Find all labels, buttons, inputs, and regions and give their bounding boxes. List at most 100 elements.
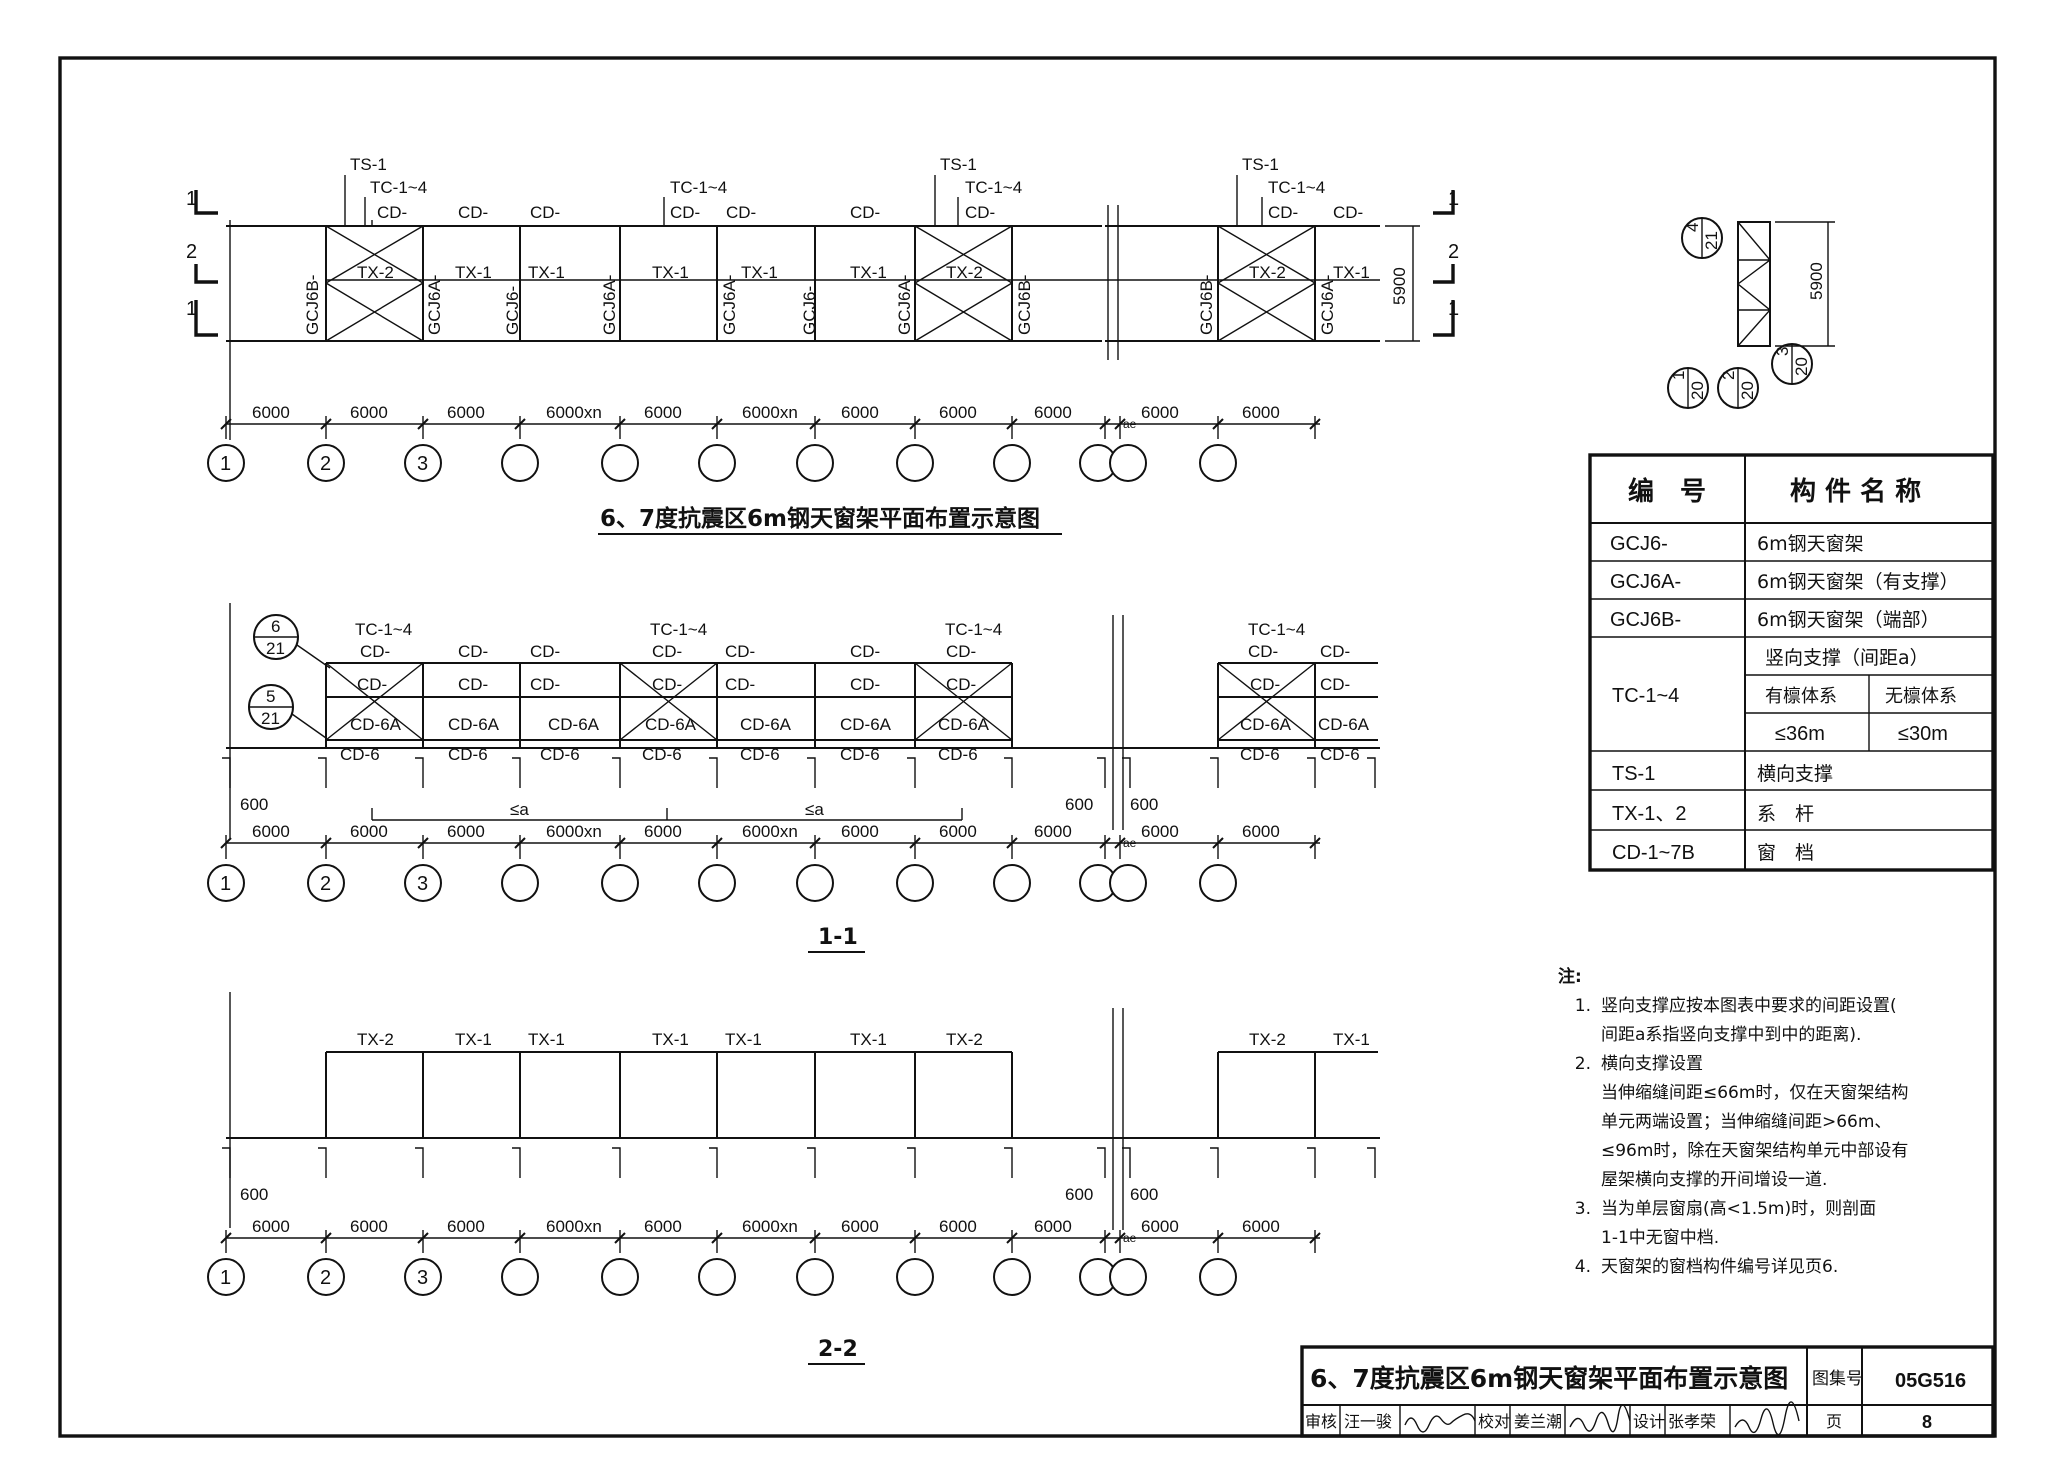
svg-text:CD-: CD-: [726, 203, 756, 222]
axis-label: 3: [417, 1267, 428, 1289]
callout-6-21: 6 21: [253, 614, 331, 669]
svg-text:GCJ6A-: GCJ6A-: [1318, 275, 1337, 335]
axis-circle: [1199, 1258, 1237, 1296]
axis-circle: [501, 444, 539, 482]
svg-text:CD-: CD-: [1248, 642, 1278, 661]
dimension-label: 6000: [1242, 1217, 1280, 1236]
svg-text:CD-: CD-: [360, 642, 390, 661]
svg-text:3: 3: [1773, 347, 1792, 356]
note-item: 2.横向支撑设置 当伸缩缝间距≤66m时，仅在天窗架结构 单元两端设置；当伸缩缝…: [1574, 1054, 1909, 1190]
braced-bay-2: [914, 225, 1013, 342]
svg-text:CD-: CD-: [946, 675, 976, 694]
plan-mid-labels: TX-2 TX-1 TX-1 TX-1 TX-1 TX-1 TX-2 TX-2 …: [357, 263, 1370, 282]
svg-text:有檩体系: 有檩体系: [1765, 686, 1837, 707]
svg-text:TC-1~4: TC-1~4: [650, 620, 707, 639]
note-item: 4.天窗架的窗档构件编号详见页6.: [1574, 1257, 1839, 1277]
svg-text:横向支撑: 横向支撑: [1757, 763, 1833, 785]
callout-3-20: 3 20: [1771, 343, 1813, 385]
svg-text:GCJ6-: GCJ6-: [800, 286, 819, 335]
svg-text:GCJ6-: GCJ6-: [1610, 533, 1668, 555]
svg-text:5: 5: [266, 687, 275, 706]
axis-label: 2: [320, 1267, 331, 1289]
dimension-label: 6000: [939, 403, 977, 422]
svg-text:1: 1: [1448, 188, 1459, 210]
titleblock-title: 6、7度抗震区6m钢天窗架平面布置示意图: [1310, 1364, 1788, 1393]
dimension-label: 6000: [1141, 1217, 1179, 1236]
svg-text:CD-6A: CD-6A: [938, 715, 990, 734]
svg-text:21: 21: [1702, 231, 1721, 250]
axis-circle: [698, 1258, 736, 1296]
svg-text:600: 600: [1065, 1185, 1093, 1204]
svg-text:CD-: CD-: [725, 642, 755, 661]
svg-text:TC-1~4: TC-1~4: [670, 178, 727, 197]
axis-circle: [501, 1258, 539, 1296]
svg-text:窗 档: 窗 档: [1757, 842, 1814, 864]
section-2-2-title: 2-2: [818, 1337, 858, 1362]
dimension-label: 6000: [252, 1217, 290, 1236]
svg-text:CD-6: CD-6: [448, 745, 488, 764]
sec11-cd6: CD-6 CD-6 CD-6 CD-6 CD-6 CD-6 CD-6 CD-6 …: [340, 745, 1360, 764]
axis-circle: [501, 864, 539, 902]
dimension-label: 6000: [1242, 403, 1280, 422]
axis-circle: [1199, 864, 1237, 902]
svg-text:TX-1、2: TX-1、2: [1612, 803, 1686, 825]
signature-checker: [1569, 1404, 1631, 1433]
svg-text:TC-1~4: TC-1~4: [1268, 178, 1325, 197]
section-1-1: 6 21 5 21 TC-1~4 TC-1~4 TC-1~4 TC-1~4 CD…: [222, 603, 1380, 953]
sec11-cd6a: CD-6A CD-6A CD-6A CD-6A CD-6A CD-6A CD-6…: [350, 715, 1370, 734]
svg-text:TC-1~4: TC-1~4: [965, 178, 1022, 197]
signature-designer: [1734, 1401, 1800, 1436]
callout-5-21: 5 21: [248, 684, 327, 739]
plan-top-labels: TS-1 TC-1~4 CD- CD- CD- TC-1~4 CD- CD- C…: [350, 155, 1363, 222]
svg-text:GCJ6B-: GCJ6B-: [1015, 275, 1034, 335]
plan-title: 6、7度抗震区6m钢天窗架平面布置示意图: [600, 505, 1040, 532]
dimension-label: 6000: [447, 403, 485, 422]
svg-text:CD-: CD-: [1333, 203, 1363, 222]
svg-text:CD-: CD-: [530, 675, 560, 694]
svg-text:1: 1: [186, 188, 197, 210]
svg-text:6m钢天窗架: 6m钢天窗架: [1757, 533, 1864, 555]
title-block: 6、7度抗震区6m钢天窗架平面布置示意图 图集号 05G516 审核 汪一骏 校…: [1300, 1345, 1995, 1438]
plan-frame-labels: GCJ6B- GCJ6A- GCJ6- GCJ6A- GCJ6A- GCJ6- …: [303, 275, 1337, 335]
dimension-label: 6000: [447, 1217, 485, 1236]
svg-text:CD-: CD-: [530, 203, 560, 222]
dimension-label: 6000: [939, 1217, 977, 1236]
svg-text:GCJ6B-: GCJ6B-: [1197, 275, 1216, 335]
axis-circle: [796, 444, 834, 482]
svg-text:GCJ6A-: GCJ6A-: [720, 275, 739, 335]
svg-text:TC-1~4: TC-1~4: [355, 620, 412, 639]
svg-text:5900: 5900: [1390, 267, 1409, 305]
svg-text:CD-6: CD-6: [740, 745, 780, 764]
svg-text:系 杆: 系 杆: [1757, 803, 1814, 825]
svg-text:CD-: CD-: [965, 203, 995, 222]
svg-text:20: 20: [1688, 381, 1707, 400]
sec11-braced-2: [619, 662, 718, 741]
svg-text:600: 600: [1130, 795, 1158, 814]
dimension-ae: ae: [1123, 836, 1137, 850]
svg-text:CD-: CD-: [652, 675, 682, 694]
svg-text:600: 600: [240, 795, 268, 814]
svg-text:2: 2: [1448, 241, 1459, 263]
svg-text:4: 4: [1683, 223, 1702, 232]
svg-text:TX-1: TX-1: [528, 263, 565, 282]
svg-text:GCJ6A-: GCJ6A-: [895, 275, 914, 335]
svg-text:GCJ6B-: GCJ6B-: [1610, 609, 1681, 631]
svg-text:600: 600: [240, 1185, 268, 1204]
dimension-label: 6000xn: [546, 1217, 602, 1236]
dimension-label: 6000: [644, 822, 682, 841]
dimension-label: 6000xn: [546, 822, 602, 841]
svg-text:CD-6A: CD-6A: [1318, 715, 1370, 734]
dimension-label: 6000: [252, 403, 290, 422]
dimension-label: 6000: [1242, 822, 1280, 841]
axis-circle: [1109, 1258, 1147, 1296]
svg-text:审核: 审核: [1305, 1412, 1337, 1431]
axis-circle: [796, 864, 834, 902]
svg-text:无檩体系: 无檩体系: [1885, 686, 1957, 707]
svg-text:TC-1~4: TC-1~4: [1612, 685, 1679, 707]
note-item: 3.当为单层窗扇(高<1.5m)时，则剖面 1-1中无窗中档.: [1574, 1199, 1877, 1248]
svg-text:GCJ6A-: GCJ6A-: [600, 275, 619, 335]
note-item: 1.竖向支撑应按本图表中要求的间距设置( 间距a系指竖向支撑中到中的距离).: [1574, 996, 1897, 1045]
svg-text:CD-6A: CD-6A: [840, 715, 892, 734]
